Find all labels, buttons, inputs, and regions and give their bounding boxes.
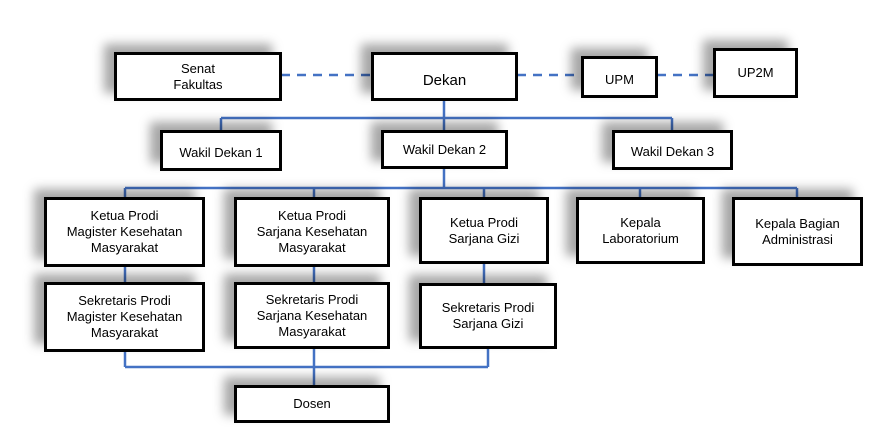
node-up2m: UP2M (713, 48, 798, 98)
node-ketua-prodi-mkm: Ketua Prodi Magister Kesehatan Masyaraka… (44, 197, 205, 267)
node-sekretaris-prodi-gizi: Sekretaris Prodi Sarjana Gizi (419, 283, 557, 349)
node-senat-fakultas: Senat Fakultas (114, 52, 282, 101)
node-kepala-bagian-administrasi: Kepala Bagian Administrasi (732, 197, 863, 266)
node-kepala-laboratorium: Kepala Laboratorium (576, 197, 705, 264)
node-sekretaris-prodi-mkm: Sekretaris Prodi Magister Kesehatan Masy… (44, 282, 205, 352)
node-dosen: Dosen (234, 385, 390, 423)
node-sekretaris-prodi-skm: Sekretaris Prodi Sarjana Kesehatan Masya… (234, 282, 390, 349)
node-dekan: Dekan (371, 52, 518, 101)
node-ketua-prodi-gizi: Ketua Prodi Sarjana Gizi (419, 197, 549, 264)
node-ketua-prodi-skm: Ketua Prodi Sarjana Kesehatan Masyarakat (234, 197, 390, 267)
node-upm: UPM (581, 56, 658, 98)
node-wakil-dekan-1: Wakil Dekan 1 (160, 130, 282, 171)
node-wakil-dekan-2: Wakil Dekan 2 (381, 130, 508, 169)
node-wakil-dekan-3: Wakil Dekan 3 (612, 130, 733, 170)
